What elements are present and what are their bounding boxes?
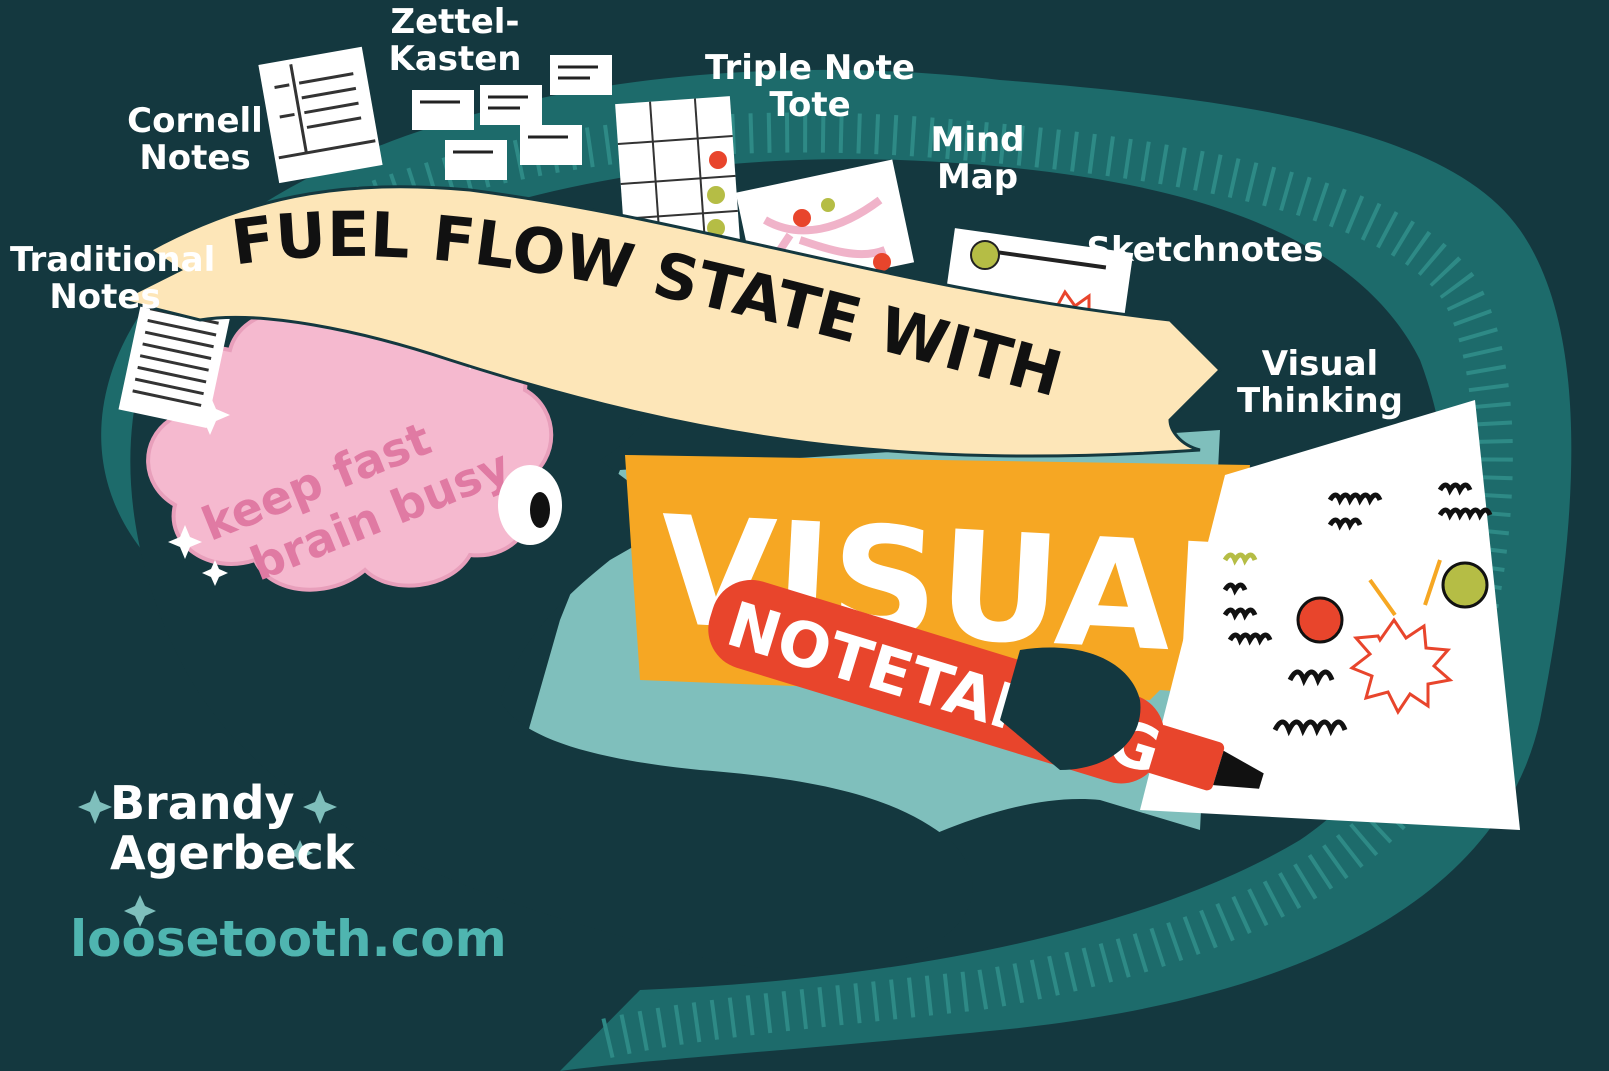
sparkle: [190, 395, 230, 435]
credit-sparkle: [303, 790, 337, 824]
label-line: Triple Note: [705, 48, 915, 88]
label-line: Tote: [769, 85, 851, 125]
label-line: Kasten: [388, 39, 522, 79]
sparkle: [202, 560, 228, 586]
label-line: Mind: [930, 120, 1025, 160]
label-traditional-notes: Traditional Notes: [10, 240, 216, 317]
pupil: [530, 492, 550, 528]
zettelkasten-cards: [412, 55, 612, 180]
website-link[interactable]: loosetooth.com: [70, 910, 507, 968]
credit-sparkle: [78, 790, 112, 824]
burst-doodle: [1349, 617, 1454, 715]
apple-doodle: [1296, 596, 1344, 644]
label-line: Notes: [49, 277, 161, 317]
author-last-name: Agerbeck: [110, 826, 355, 880]
sparkle: [168, 525, 202, 559]
cornell-notes-page: [258, 46, 383, 184]
label-cornell-notes: Cornell Notes: [125, 103, 265, 177]
sketch-doodles: [1222, 482, 1493, 737]
label-visual-thinking: Visual Thinking: [1230, 346, 1410, 420]
label-line: Zettel-: [390, 2, 520, 42]
label-line: Sketchnotes: [1086, 230, 1324, 270]
author-first-name: Brandy: [110, 776, 295, 830]
label-zettelkasten: Zettel- Kasten: [385, 4, 525, 78]
label-mind-map: Mind Map: [925, 122, 1030, 196]
label-line: Traditional: [10, 240, 216, 280]
hand: [1000, 647, 1141, 770]
label-line: Thinking: [1236, 381, 1404, 421]
traditional-notes-page: [118, 291, 232, 429]
blob-doodle: [1441, 561, 1489, 609]
eye: [498, 465, 562, 545]
banner-ribbon: [115, 185, 1223, 458]
label-triple-note-tote: Triple Note Tote: [700, 50, 920, 124]
credit-sparkle: [124, 895, 156, 927]
credit-sparkle: [287, 840, 313, 866]
triple-note-tote-page: [615, 96, 740, 249]
teal-swoosh: [101, 69, 1572, 1071]
label-line: Map: [936, 157, 1019, 197]
label-line: Notes: [139, 138, 251, 178]
label-sketchnotes: Sketchnotes: [1085, 232, 1325, 269]
author-name: Brandy Agerbeck: [110, 778, 354, 878]
label-line: Visual: [1261, 344, 1379, 384]
label-line: Cornell: [127, 101, 263, 141]
